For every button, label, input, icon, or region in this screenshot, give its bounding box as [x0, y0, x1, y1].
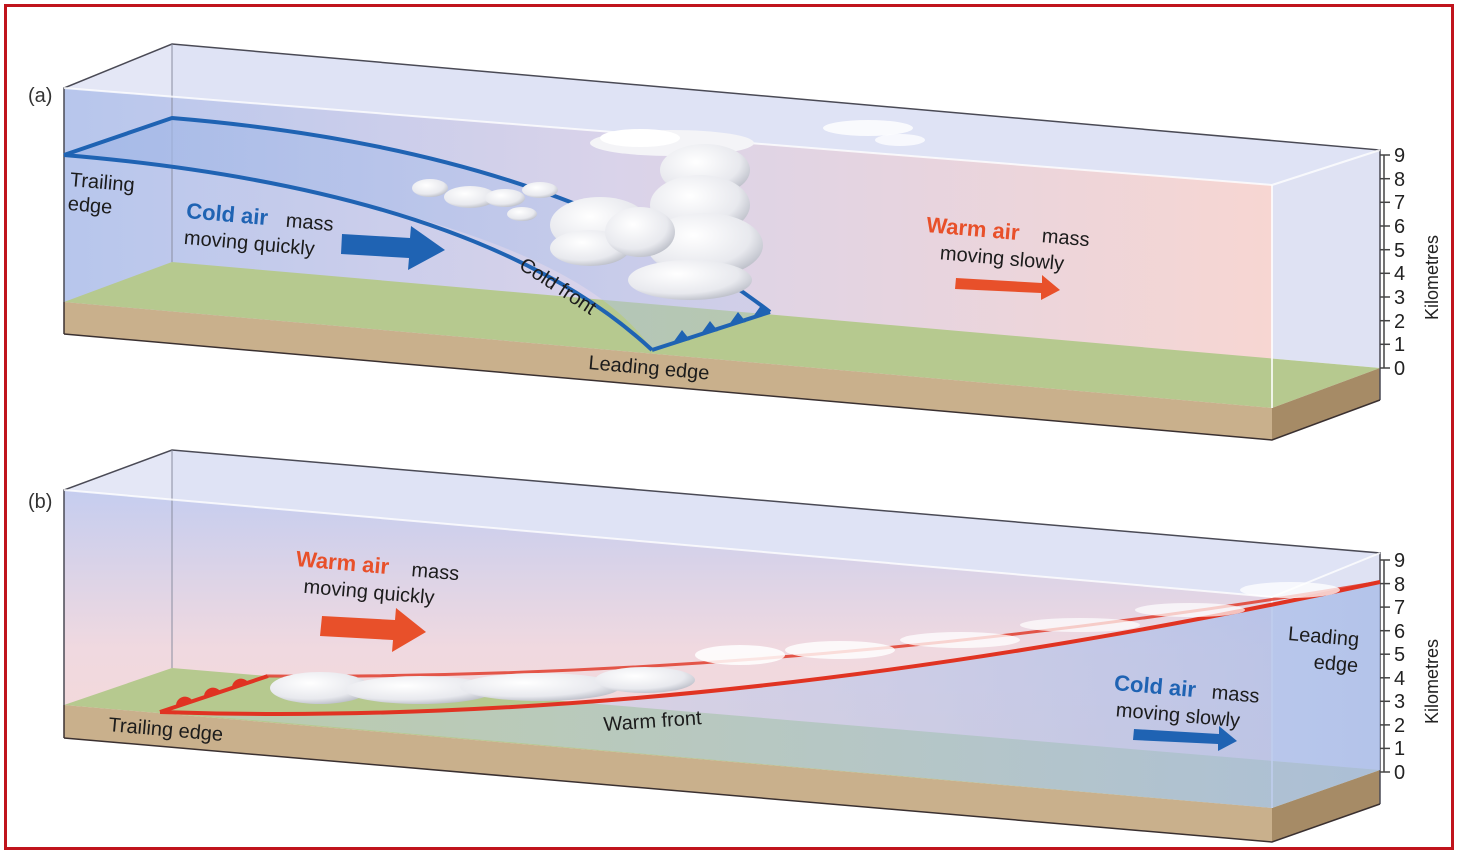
- panel-a: (a) Trailing edge Cold air mass moving q…: [28, 43, 1442, 441]
- svg-text:4: 4: [1394, 668, 1405, 690]
- svg-text:5: 5: [1394, 240, 1405, 262]
- km-axis-a: 0 1 2 3 4 5 6 7 8 9 Kilometres: [1380, 145, 1442, 380]
- small-clouds: [412, 120, 925, 221]
- stratus-clouds: [270, 582, 1340, 704]
- svg-text:1: 1: [1394, 738, 1405, 760]
- trailing-edge-label-2: edge: [67, 193, 113, 219]
- svg-text:8: 8: [1394, 574, 1405, 596]
- cumulonimbus-cloud: [550, 129, 763, 300]
- svg-text:1: 1: [1394, 334, 1405, 356]
- panel-b: (b) Warm air mass moving quickly Trailin…: [28, 449, 1442, 843]
- svg-text:3: 3: [1394, 287, 1405, 309]
- svg-text:3: 3: [1394, 691, 1405, 713]
- svg-text:5: 5: [1394, 644, 1405, 666]
- svg-text:2: 2: [1394, 715, 1405, 737]
- axis-title-b: Kilometres: [1422, 639, 1442, 724]
- warm-air-arrow-b: [320, 608, 426, 652]
- panel-a-tag: (a): [28, 85, 52, 107]
- cold-front-line: [63, 153, 654, 352]
- svg-text:8: 8: [1394, 169, 1405, 191]
- svg-text:6: 6: [1394, 216, 1405, 238]
- cold-air-mass: mass: [285, 210, 335, 236]
- figure-border: [4, 4, 1454, 850]
- svg-text:9: 9: [1394, 550, 1405, 572]
- svg-text:7: 7: [1394, 192, 1405, 214]
- warm-front-symbols: [175, 678, 248, 706]
- warm-front-line: [159, 580, 1381, 716]
- ground-side: [64, 302, 1272, 440]
- warm-air-mass-b: mass: [411, 559, 461, 585]
- km-axis-b: 0 1 2 3 4 5 6 7 8 9 Kilometres: [1380, 550, 1442, 784]
- ground-surface: [64, 262, 1380, 408]
- cold-air-arrow-b: [1133, 726, 1237, 751]
- leading-edge-label-b-2: edge: [1313, 651, 1359, 677]
- axis-title-a: Kilometres: [1422, 235, 1442, 320]
- svg-text:2: 2: [1394, 311, 1405, 333]
- svg-text:0: 0: [1394, 358, 1405, 380]
- svg-text:6: 6: [1394, 621, 1405, 643]
- warm-air-arrow: [955, 275, 1060, 300]
- warm-air-mass: mass: [1041, 225, 1091, 251]
- panel-b-tag: (b): [28, 491, 52, 513]
- svg-text:9: 9: [1394, 145, 1405, 167]
- cold-front-symbols: [672, 304, 770, 344]
- svg-text:0: 0: [1394, 762, 1405, 784]
- svg-text:4: 4: [1394, 263, 1405, 285]
- cold-air-arrow: [341, 226, 445, 270]
- cold-air-wedge-b: [160, 582, 1380, 808]
- svg-text:7: 7: [1394, 597, 1405, 619]
- ground-side-b: [64, 705, 1272, 842]
- cold-air-mass-b: mass: [1211, 682, 1261, 708]
